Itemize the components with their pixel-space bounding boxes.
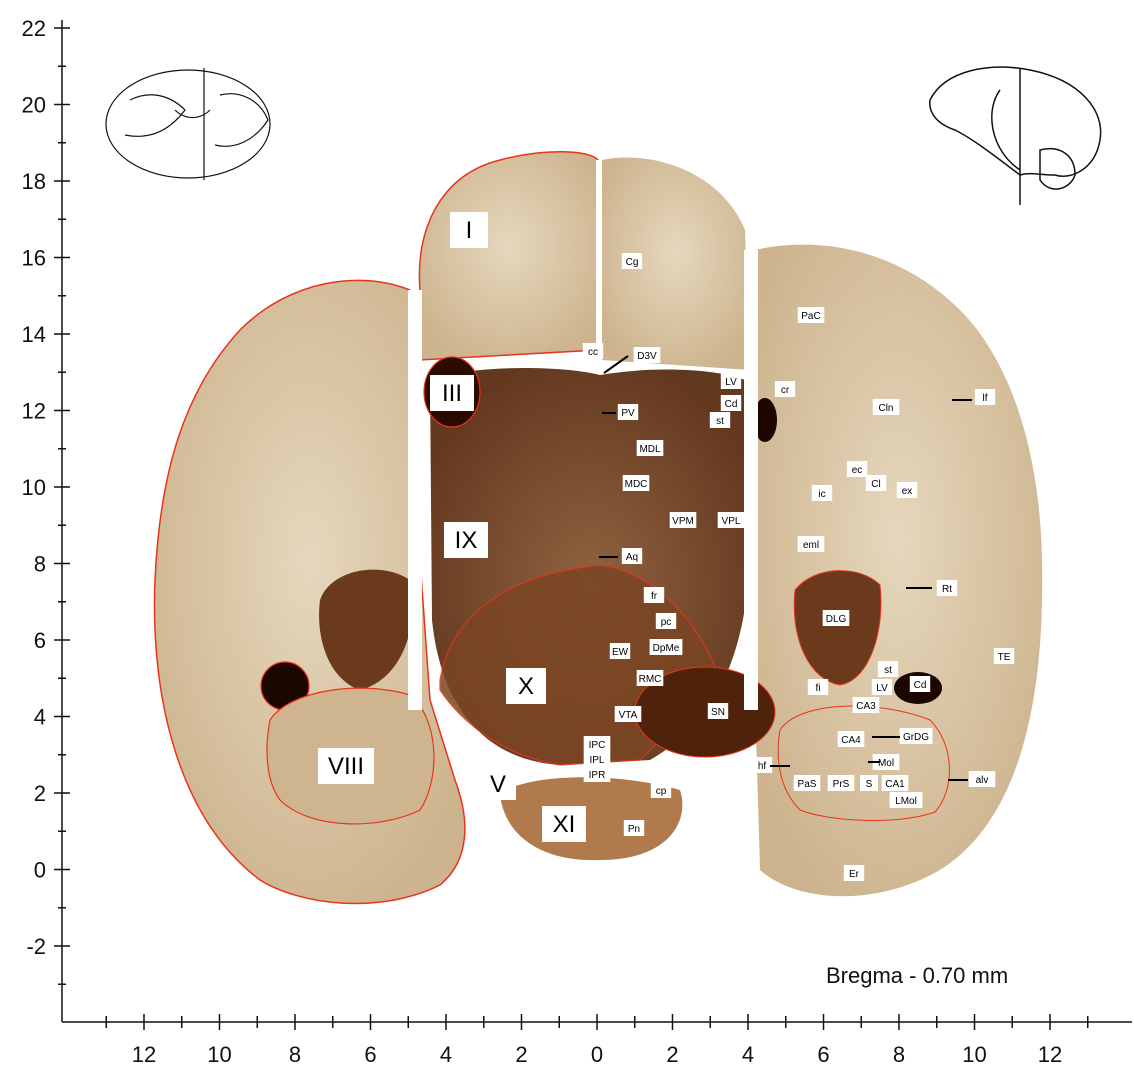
structure-label: D3V [637, 351, 657, 362]
x-tick-label: 10 [962, 1042, 986, 1067]
structure-label: EW [612, 647, 629, 658]
structure-label: S [866, 779, 873, 790]
structure-label: ex [902, 486, 913, 497]
structure-label: Er [849, 869, 860, 880]
x-tick-label: 0 [591, 1042, 603, 1067]
x-tick-label: 10 [207, 1042, 231, 1067]
structure-label: PV [621, 408, 635, 419]
structure-label: hf [758, 761, 767, 772]
structure-label: Mol [878, 758, 894, 769]
structure-label: MDC [625, 479, 648, 490]
structure-label: Rt [942, 584, 952, 595]
x-tick-label: 2 [515, 1042, 527, 1067]
region-label-ix: IX [455, 527, 478, 554]
y-tick-label: 2 [34, 781, 46, 806]
inset-ventral-brain-diagram [106, 68, 270, 180]
y-tick-label: 20 [22, 93, 46, 118]
region-label-i: I [466, 217, 473, 244]
right-gap [744, 250, 758, 710]
structure-label: PaS [798, 779, 817, 790]
x-tick-label: 4 [742, 1042, 754, 1067]
y-tick-label: 10 [22, 475, 46, 500]
y-tick-label: 0 [34, 858, 46, 883]
structure-label: SN [711, 707, 725, 718]
structure-label: VPM [672, 516, 694, 527]
structure-label: CA4 [841, 735, 861, 746]
y-tick-label: 6 [34, 628, 46, 653]
x-tick-label: 4 [440, 1042, 452, 1067]
structure-label: Pn [628, 824, 640, 835]
bregma-caption: Bregma - 0.70 mm [826, 963, 1008, 988]
x-tick-label: 6 [364, 1042, 376, 1067]
y-axis: 2220181614121086420-2 [22, 16, 70, 1022]
structure-label: IPC [589, 740, 606, 751]
x-tick-label: 12 [1038, 1042, 1062, 1067]
y-tick-label: 14 [22, 322, 46, 347]
structure-label: eml [803, 540, 819, 551]
y-tick-label: 12 [22, 399, 46, 424]
brain-section [154, 152, 1042, 904]
left-upper-gyrus [419, 152, 598, 360]
y-tick-label: 8 [34, 552, 46, 577]
x-tick-label: 2 [666, 1042, 678, 1067]
structure-label: pc [661, 617, 672, 628]
structure-label: alv [976, 775, 989, 786]
structure-label: RMC [639, 674, 662, 685]
structure-label: MDL [639, 444, 661, 455]
y-tick-label: -2 [26, 934, 46, 959]
x-tick-label: 8 [289, 1042, 301, 1067]
structure-label: Cd [914, 680, 927, 691]
x-axis: 12 10 8 6 4 2 0 2 4 6 8 10 12 [62, 1014, 1132, 1067]
structure-label: LV [876, 683, 888, 694]
structure-label: DpMe [653, 643, 680, 654]
structure-label: Cln [878, 403, 893, 414]
structure-label: VPL [722, 516, 741, 527]
structure-label: LMol [895, 796, 917, 807]
structure-label: TE [998, 652, 1011, 663]
structure-label: PrS [833, 779, 850, 790]
structure-label: IPR [589, 770, 606, 781]
structure-label: IPL [589, 755, 604, 766]
region-label-xi: XI [553, 811, 576, 838]
structure-label: lf [983, 393, 988, 404]
structure-label: GrDG [903, 732, 929, 743]
structure-label: fi [816, 683, 821, 694]
structure-label: st [716, 416, 724, 427]
structure-label: Cg [626, 257, 639, 268]
midline-fissure [596, 160, 602, 370]
x-tick-label: 8 [893, 1042, 905, 1067]
structure-label: cc [588, 347, 598, 358]
y-tick-label: 18 [22, 169, 46, 194]
region-label-v: V [490, 771, 506, 798]
structure-label: DLG [826, 614, 847, 625]
left-gap [408, 290, 422, 710]
structure-label: VTA [619, 710, 638, 721]
region-label-x: X [518, 673, 534, 700]
structure-label: ec [852, 465, 863, 476]
x-tick-label: 6 [817, 1042, 829, 1067]
structure-label: cp [656, 786, 667, 797]
y-tick-label: 22 [22, 16, 46, 41]
structure-label: LV [725, 377, 737, 388]
structure-label: fr [651, 591, 658, 602]
inset-lateral-brain-diagram [930, 67, 1101, 205]
structure-label: PaC [801, 311, 820, 322]
structure-label: cr [781, 385, 790, 396]
structure-label: st [884, 665, 892, 676]
structure-label: CA1 [885, 779, 905, 790]
structure-label: Cl [871, 479, 880, 490]
y-tick-label: 4 [34, 705, 46, 730]
structure-label: Cd [725, 399, 738, 410]
structure-label: CA3 [856, 701, 876, 712]
structure-label: ic [818, 489, 825, 500]
region-label-iii: III [442, 380, 462, 407]
region-label-viii: VIII [328, 753, 364, 780]
structure-label: Aq [626, 552, 638, 563]
x-tick-label: 12 [132, 1042, 156, 1067]
y-tick-label: 16 [22, 246, 46, 271]
